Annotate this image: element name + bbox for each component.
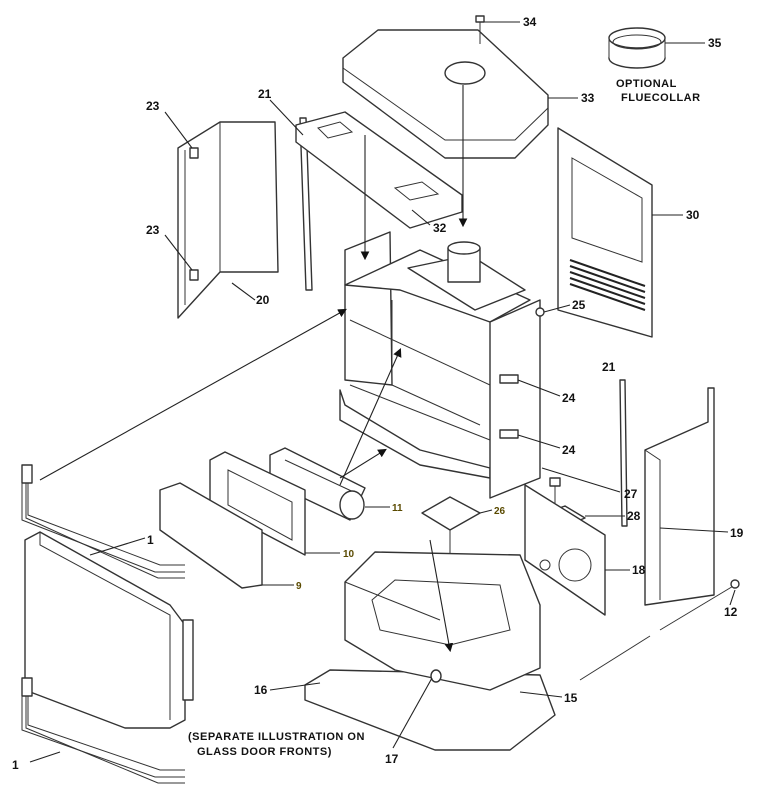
label-32: 32 (433, 221, 447, 235)
strip-21-left (299, 117, 313, 291)
label-1-bottom: 1 (12, 758, 19, 772)
label-10: 10 (343, 549, 355, 560)
label-26: 26 (494, 506, 506, 517)
label-24-top: 24 (562, 391, 576, 405)
label-11: 11 (392, 503, 403, 514)
label-24-bottom: 24 (562, 443, 576, 457)
base-pedestal (304, 551, 556, 751)
pin-34 (475, 15, 485, 44)
part-labels: 34 35 OPTIONAL FLUECOLLAR 33 21 23 23 20… (12, 15, 744, 772)
label-18: 18 (632, 563, 646, 577)
rear-panel-19 (644, 387, 715, 606)
label-12: 12 (724, 605, 738, 619)
label-34: 34 (523, 15, 537, 29)
note-separate-illustration: (SEPARATE ILLUSTRATION ON (188, 731, 365, 743)
note-fluecollar: FLUECOLLAR (621, 92, 701, 104)
label-16: 16 (254, 683, 268, 697)
side-panel-30 (557, 127, 653, 338)
assembly-arrows (39, 85, 468, 653)
note-optional: OPTIONAL (616, 78, 677, 90)
side-door-20 (177, 121, 279, 319)
note-glass-door-fronts: GLASS DOOR FRONTS) (197, 746, 332, 758)
door-front (24, 531, 194, 729)
firebox-body (339, 231, 545, 499)
label-15: 15 (564, 691, 578, 705)
label-27: 27 (624, 487, 638, 501)
leader-lines (29, 21, 736, 763)
label-21-left: 21 (258, 87, 272, 101)
label-19: 19 (730, 526, 744, 540)
door-rail-1-bottom (21, 677, 185, 784)
label-21-right: 21 (602, 360, 616, 374)
label-30: 30 (686, 208, 700, 222)
label-23-bottom: 23 (146, 223, 160, 237)
baffle-32 (295, 111, 463, 229)
label-9: 9 (296, 581, 302, 592)
door-rail-1-top (21, 464, 185, 579)
label-25: 25 (572, 298, 586, 312)
power-cord-12 (579, 579, 740, 681)
back-plate-18 (524, 484, 606, 616)
label-20: 20 (256, 293, 270, 307)
label-35: 35 (708, 36, 722, 50)
label-17: 17 (385, 752, 399, 766)
top-plate-33 (342, 29, 549, 159)
label-28: 28 (627, 509, 641, 523)
flue-collar-35 (608, 27, 666, 69)
label-1-top: 1 (147, 533, 154, 547)
label-33: 33 (581, 91, 595, 105)
label-23-top: 23 (146, 99, 160, 113)
strip-21-right (619, 379, 628, 527)
plate-10 (209, 451, 306, 556)
